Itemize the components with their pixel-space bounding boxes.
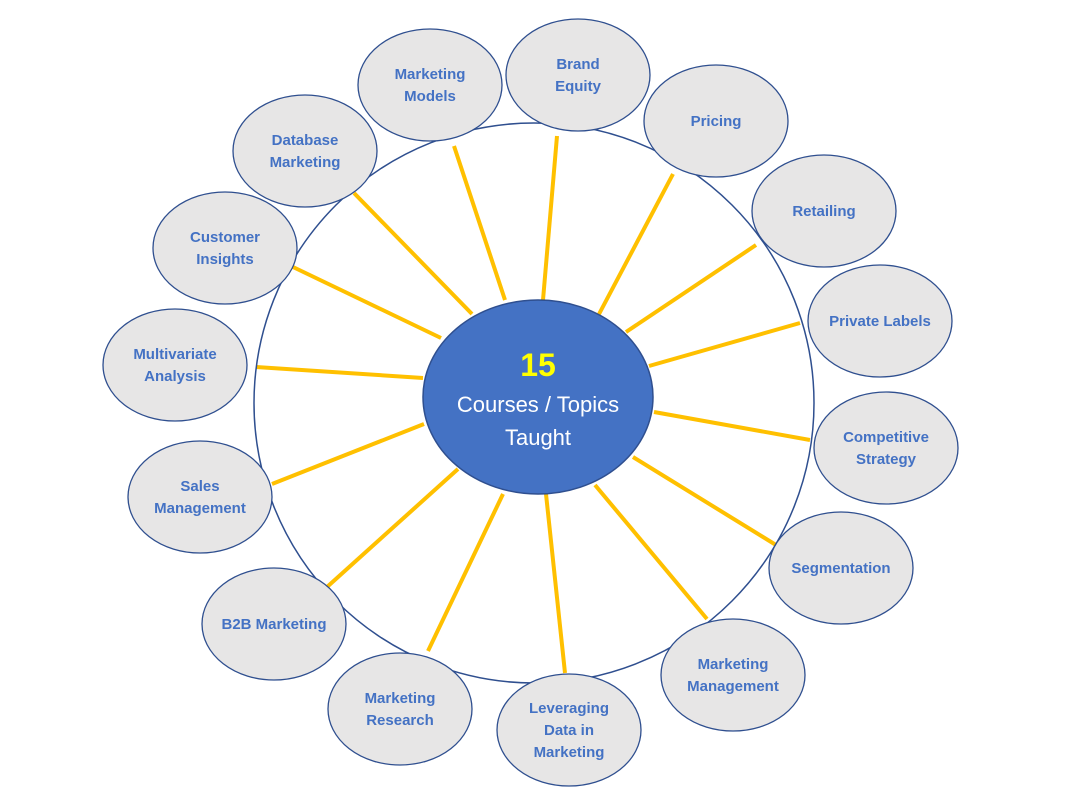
- topic-label: Retailing: [792, 203, 855, 220]
- topic-ellipse: [232, 94, 378, 208]
- topic-label: Models: [404, 88, 456, 105]
- center-line2: Taught: [505, 425, 571, 450]
- topic-ellipse: [152, 191, 298, 305]
- topic-bubble: Segmentation: [768, 511, 914, 625]
- topic-label: Insights: [196, 251, 254, 268]
- topic-label: Leveraging: [529, 700, 609, 717]
- topic-ellipse: [327, 652, 473, 766]
- topic-ellipse: [357, 28, 503, 142]
- spoke-line: [624, 243, 758, 334]
- topic-ellipse: [201, 567, 347, 681]
- spoke-line: [271, 422, 425, 486]
- topic-label: Equity: [555, 78, 601, 95]
- spoke-line: [292, 265, 442, 340]
- center-ellipse: [422, 299, 654, 495]
- topic-label: Marketing: [534, 744, 605, 761]
- topic-ellipse: [505, 18, 651, 132]
- topic-label: Marketing: [270, 154, 341, 171]
- topic-ellipse: [127, 440, 273, 554]
- topic-label: Pricing: [691, 113, 742, 130]
- topic-ellipse: [102, 308, 248, 422]
- topic-label: Private Labels: [829, 313, 931, 330]
- topic-label: Brand: [556, 56, 599, 73]
- topic-label: Management: [154, 500, 246, 517]
- topic-label: Research: [366, 712, 434, 729]
- topic-ellipse: [768, 511, 914, 625]
- topic-label: Customer: [190, 229, 260, 246]
- topic-bubble: Pricing: [643, 64, 789, 178]
- spoke-line: [452, 145, 507, 301]
- topic-ellipse: [496, 673, 642, 787]
- topic-label: Segmentation: [791, 560, 890, 577]
- spoke-line: [325, 467, 460, 589]
- center-node: 15 Courses / Topics Taught: [422, 299, 654, 495]
- spoke-line: [653, 410, 811, 442]
- topic-label: Marketing: [395, 66, 466, 83]
- topic-label: Data in: [544, 722, 594, 739]
- topic-label: Sales: [180, 478, 219, 495]
- spoke-line: [648, 321, 801, 368]
- topic-bubble: B2B Marketing: [201, 567, 347, 681]
- center-line1: Courses / Topics: [457, 392, 619, 417]
- topic-bubble: Private Labels: [807, 264, 953, 378]
- spoke-line: [541, 135, 559, 301]
- topic-label: Competitive: [843, 429, 929, 446]
- spoke-line: [631, 455, 778, 547]
- spoke-line: [593, 483, 709, 621]
- topic-ellipse: [660, 618, 806, 732]
- spoke-line: [352, 191, 474, 316]
- topic-ellipse: [807, 264, 953, 378]
- spoke-line: [426, 493, 505, 652]
- topic-label: Marketing: [365, 690, 436, 707]
- topic-ellipse: [813, 391, 959, 505]
- spoke-line: [255, 365, 424, 380]
- topic-label: Multivariate: [133, 346, 216, 363]
- topic-ellipse: [751, 154, 897, 268]
- topic-label: Database: [272, 132, 339, 149]
- center-count: 15: [520, 347, 556, 383]
- topic-bubble: Retailing: [751, 154, 897, 268]
- spoke-line: [596, 173, 675, 317]
- topic-label: Marketing: [698, 656, 769, 673]
- spoke-line: [544, 493, 567, 674]
- topic-label: Strategy: [856, 451, 917, 468]
- topic-ellipse: [643, 64, 789, 178]
- topic-label: B2B Marketing: [221, 616, 326, 633]
- topic-label: Analysis: [144, 368, 206, 385]
- topic-label: Management: [687, 678, 779, 695]
